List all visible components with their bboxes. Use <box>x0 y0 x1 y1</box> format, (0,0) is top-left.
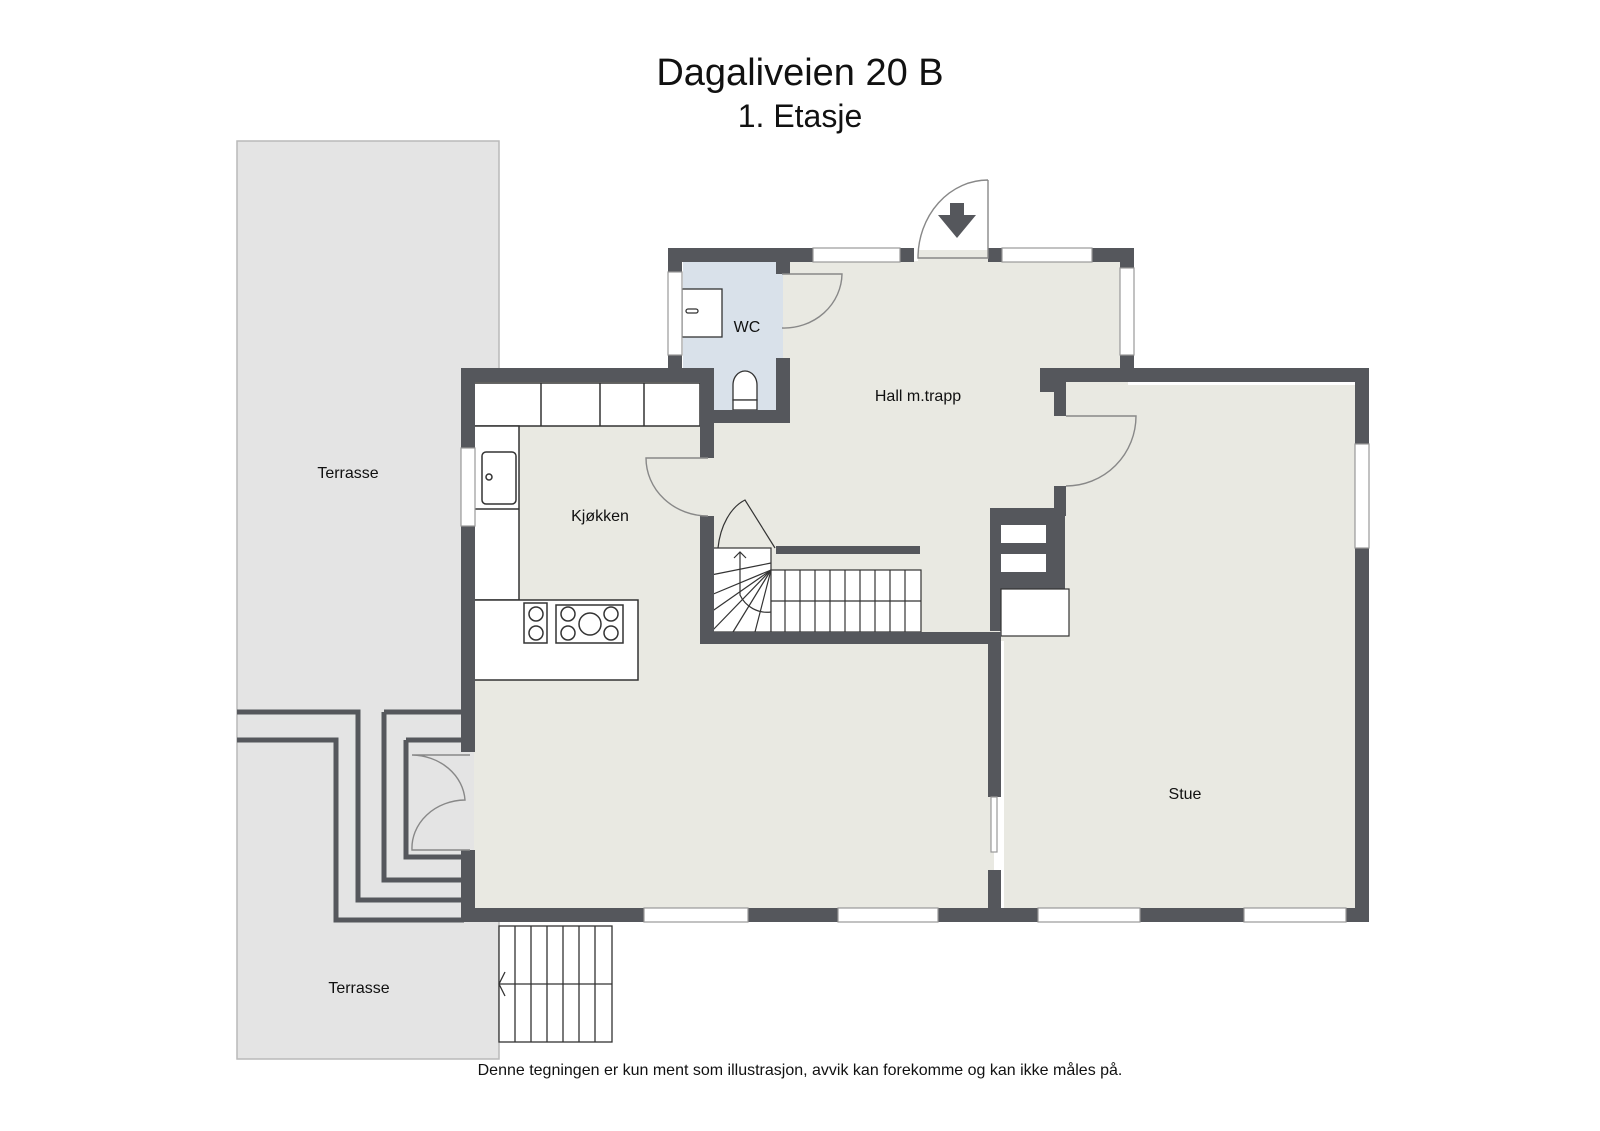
arrow-up-icon <box>733 551 747 559</box>
kitchen-door <box>645 457 709 517</box>
room-label-terrace-top: Terrasse <box>317 465 378 482</box>
terrace-steps <box>237 709 464 923</box>
room-label-living: Stue <box>1169 786 1202 803</box>
entrance-arrow-icon <box>938 203 976 238</box>
wc-fixtures <box>681 288 758 411</box>
kitchen-counter <box>473 382 701 681</box>
entrance-door <box>917 179 989 259</box>
room-label-terrace-bottom: Terrasse <box>328 980 389 997</box>
sink-icon <box>481 451 517 505</box>
staircase <box>710 499 922 633</box>
room-label-hall: Hall m.trapp <box>875 388 961 405</box>
windows <box>460 247 1370 923</box>
toilet-icon <box>732 370 758 401</box>
floor-subtitle: 1. Etasje <box>737 98 863 134</box>
room-label-kitchen: Kjøkken <box>571 508 629 525</box>
room-label-wc: WC <box>734 319 761 336</box>
stair-path <box>739 552 772 613</box>
plan-title: Dagaliveien 20 B <box>656 52 944 94</box>
terrace-double-door <box>411 754 470 851</box>
doors <box>411 179 1137 851</box>
living-door <box>1065 415 1137 487</box>
arrow-left-icon <box>498 971 506 997</box>
stair-railing-wall <box>776 546 920 554</box>
terrace-area <box>236 140 500 1060</box>
disclaimer: Denne tegningen er kun ment som illustra… <box>477 1062 1123 1079</box>
fireplace <box>990 508 1070 637</box>
wc-door <box>781 273 843 329</box>
outdoor-steps <box>498 925 613 1043</box>
walls <box>461 248 1369 922</box>
